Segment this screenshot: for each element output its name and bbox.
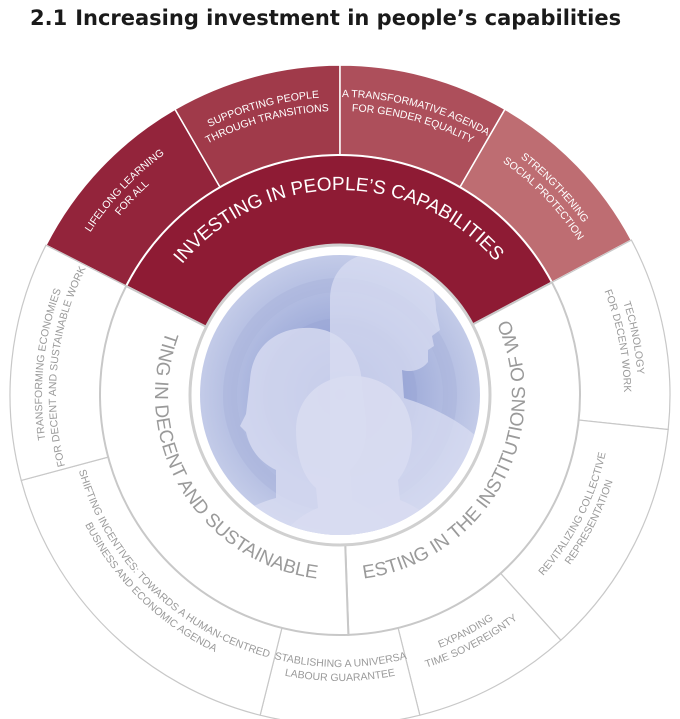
middle-ring: [99, 154, 581, 636]
figure-title-text: Increasing investment in people’s capabi…: [75, 6, 622, 30]
figure-number: 2.1: [30, 6, 68, 30]
center-image: [188, 243, 492, 547]
segment-label-guarantee-line-2: labour guarantee: [284, 667, 396, 684]
figure-title: 2.1 Increasing investment in people’s cap…: [30, 6, 621, 30]
people-silhouettes-icon: [200, 255, 480, 535]
